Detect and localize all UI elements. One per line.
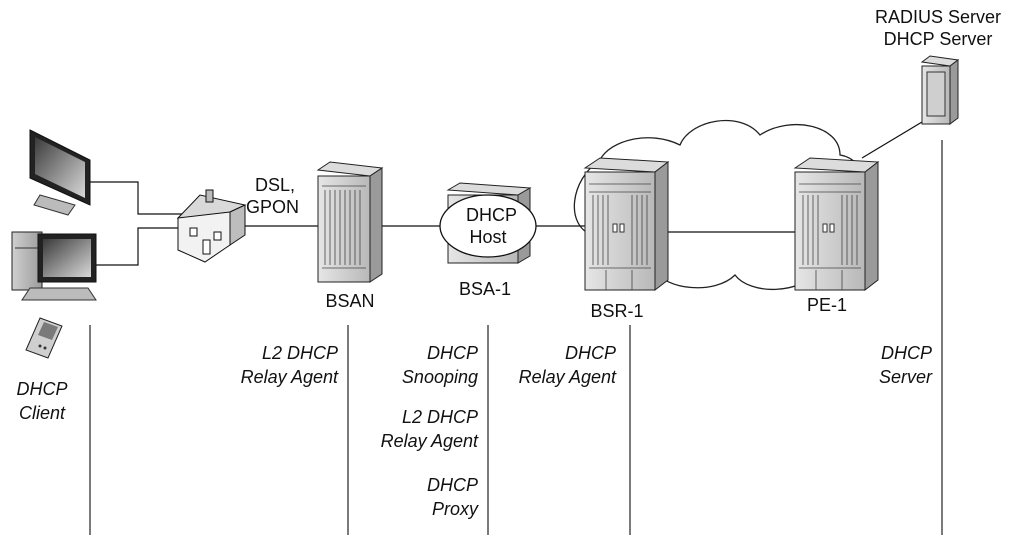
role-dhcp-client-line2: Client — [0, 402, 84, 424]
role-bsa-l2-relay-line1: L2 DHCP — [340, 406, 478, 428]
server-label-line2: DHCP Server — [858, 28, 1018, 50]
role-bsa-l2-relay-line2: Relay Agent — [340, 430, 478, 452]
mobile-phone-icon — [26, 318, 62, 358]
server-label-line1: RADIUS Server — [858, 6, 1018, 28]
home-house-icon — [178, 190, 245, 262]
link-pe-server — [862, 122, 922, 158]
dhcp-host-label-line2: Host — [466, 226, 510, 248]
bsr-router-icon — [585, 158, 668, 290]
role-bsan-l2-relay-line2: Relay Agent — [180, 366, 338, 388]
pe-label: PE-1 — [792, 294, 862, 316]
role-dhcp-snooping-line2: Snooping — [340, 366, 478, 388]
dhcp-host-label-line1: DHCP — [466, 204, 510, 226]
server-tower-icon — [922, 56, 958, 124]
link-monitor-house — [90, 182, 185, 214]
access-media-label-line2: GPON — [246, 196, 299, 218]
role-dhcp-relay-line2: Relay Agent — [470, 366, 616, 388]
role-dhcp-client-line1: DHCP — [0, 378, 84, 400]
role-dhcp-snooping-line1: DHCP — [340, 342, 478, 364]
desktop-pc-icon — [12, 232, 96, 300]
bsan-rack-icon — [318, 162, 382, 282]
role-dhcp-server-line2: Server — [840, 366, 932, 388]
role-dhcp-relay-line1: DHCP — [470, 342, 616, 364]
role-dhcp-proxy-line1: DHCP — [340, 474, 478, 496]
role-dhcp-server-line1: DHCP — [840, 342, 932, 364]
role-dhcp-proxy-line2: Proxy — [340, 498, 478, 520]
bsr-label: BSR-1 — [572, 300, 662, 322]
role-bsan-l2-relay-line1: L2 DHCP — [180, 342, 338, 364]
bsan-label: BSAN — [310, 290, 390, 312]
link-pc-house — [96, 228, 185, 265]
access-media-label-line1: DSL, — [255, 174, 295, 196]
pe-router-icon — [795, 158, 878, 290]
desktop-monitor-icon — [30, 130, 90, 215]
bsa-label: BSA-1 — [440, 278, 530, 300]
